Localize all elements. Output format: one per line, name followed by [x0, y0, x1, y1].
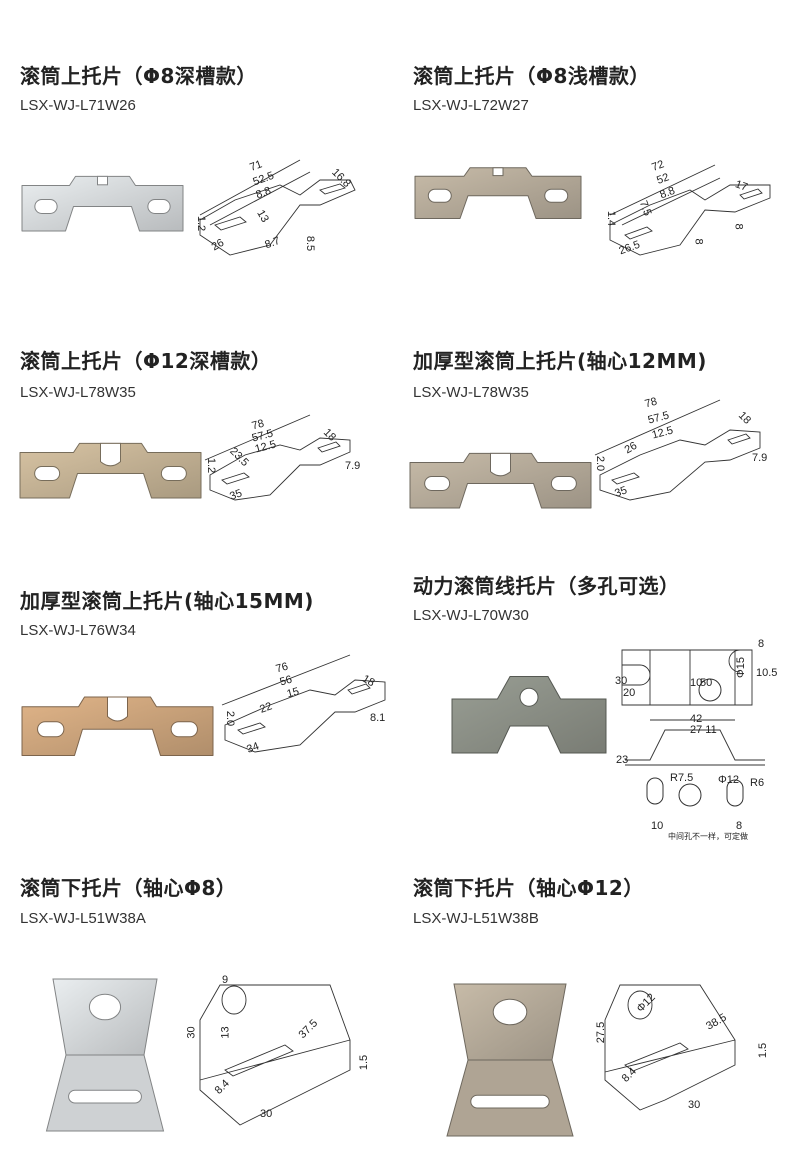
product-photo: [21, 696, 214, 756]
dimension-label: 42: [690, 713, 703, 725]
product-photo: [409, 452, 592, 509]
dimension-label: 7.9: [345, 460, 361, 472]
product-title: 加厚型滚筒上托片(轴心15MM): [20, 589, 314, 613]
drawing-note: 中间孔不一样，可定做: [668, 832, 748, 841]
dimension-label: 1.2: [205, 457, 218, 474]
dimension-label: R7.5: [670, 772, 694, 784]
drawing-outline: [199, 984, 351, 1126]
slot-outline: [646, 777, 664, 805]
product-photo: [21, 175, 184, 232]
product-title: 滚筒上托片（Φ8深槽款）: [20, 64, 257, 88]
dimension-label: 1.2: [195, 215, 208, 232]
dimension-label: 30: [688, 1099, 701, 1111]
dimension-label: 30: [185, 1026, 198, 1039]
product-title: 动力滚筒线托片（多孔可选）: [413, 574, 680, 598]
dimension-label: 2.0: [224, 710, 237, 727]
dimension-label: Φ12: [718, 774, 740, 786]
dimension-label: 1.5: [358, 1054, 371, 1071]
dimension-label: 2.0: [594, 455, 607, 472]
dimension-label: 23: [616, 754, 629, 766]
dimension-label: 9: [222, 974, 229, 986]
dimension-label: 50: [700, 677, 713, 689]
dimension-label: 8.1: [370, 712, 386, 724]
product-title: 滚筒下托片（轴心Φ8）: [20, 876, 237, 900]
product-code: LSX-WJ-L72W27: [413, 97, 529, 114]
dimension-label: 20: [623, 687, 636, 699]
dimension-label: 13: [219, 1026, 232, 1039]
product-photo: [19, 442, 202, 499]
product-code: LSX-WJ-L71W26: [20, 97, 136, 114]
hole-outline: [698, 678, 722, 702]
drawing-outline: [204, 414, 351, 501]
dimension-label: 7.9: [752, 452, 768, 464]
product-code: LSX-WJ-L78W35: [413, 384, 529, 401]
drawing-outline: [621, 649, 765, 766]
product-title: 加厚型滚筒上托片(轴心12MM): [413, 349, 707, 373]
slot-outline: [726, 779, 744, 807]
dimension-label: 1.5: [757, 1042, 770, 1059]
dimension-label: Φ15: [735, 656, 748, 679]
drawing-outline: [594, 399, 761, 501]
dimension-label: 8.5: [304, 235, 317, 252]
product-code: LSX-WJ-L70W30: [413, 607, 529, 624]
dimension-label: 30: [260, 1108, 273, 1120]
product-code: LSX-WJ-L51W38B: [413, 910, 539, 927]
product-code: LSX-WJ-L78W35: [20, 384, 136, 401]
drawing-outline: [221, 654, 386, 753]
dimension-label: 27 11: [690, 724, 717, 736]
product-photo: [414, 167, 582, 219]
dimension-label: 1.4: [605, 210, 618, 227]
dimension-label: 8: [736, 820, 743, 832]
drawing-outline: [604, 984, 736, 1111]
product-title: 滚筒上托片（Φ12深槽款）: [20, 349, 272, 373]
dimension-label: 30: [615, 675, 628, 687]
drawing-outline: [609, 164, 771, 256]
dimension-label: 8: [758, 638, 765, 650]
product-photo: [446, 983, 574, 1137]
product-title: 滚筒上托片（Φ8浅槽款）: [413, 64, 650, 88]
product-title: 滚筒下托片（轴心Φ12）: [413, 876, 644, 900]
product-photo: [45, 978, 165, 1132]
dimension-label: 8: [732, 223, 745, 230]
dimension-label: 27.5: [595, 1021, 608, 1044]
hole-outline: [678, 783, 702, 807]
product-code: LSX-WJ-L76W34: [20, 622, 136, 639]
dimension-label: 10.5: [756, 667, 778, 679]
drawing-outline: [199, 159, 356, 256]
product-code: LSX-WJ-L51W38A: [20, 910, 146, 927]
dimension-label: 10: [651, 820, 664, 832]
dimension-label: 10: [690, 677, 703, 689]
dimension-label: R6: [750, 777, 765, 789]
product-photo: [451, 676, 607, 754]
dimension-label: 8: [692, 238, 705, 245]
